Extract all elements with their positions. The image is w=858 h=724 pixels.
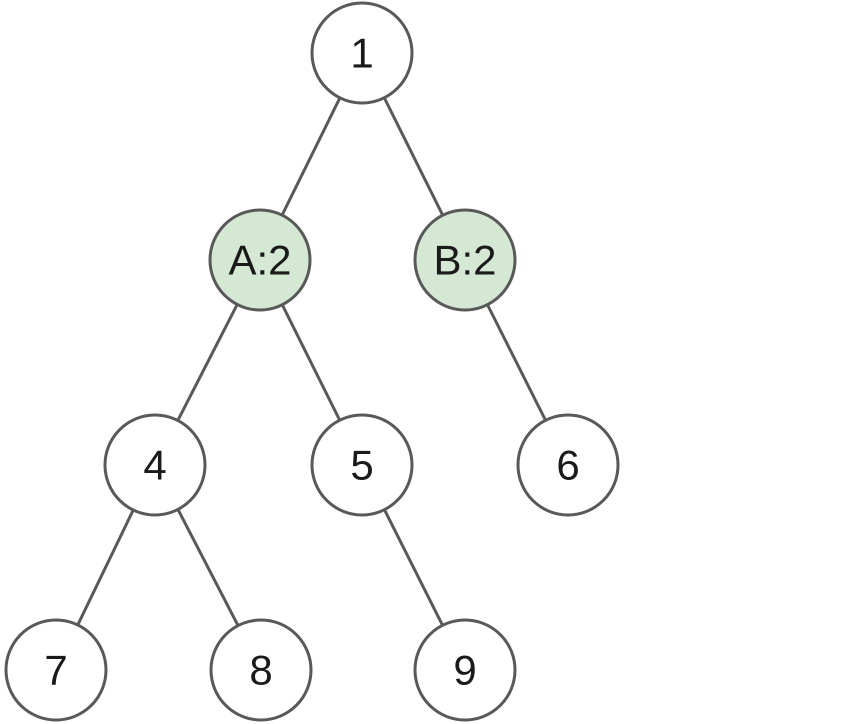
tree-node-7: 7 [4, 618, 108, 722]
tree-node-circle-A [208, 208, 312, 312]
tree-node-6: 6 [516, 413, 620, 517]
tree-node-circle-7 [4, 618, 108, 722]
tree-node-label-7: 7 [44, 647, 67, 694]
tree-node-label-B: B:2 [433, 237, 496, 284]
tree-node-circle-1 [310, 1, 414, 105]
tree-node-circle-B [413, 208, 517, 312]
tree-node-label-1: 1 [350, 30, 373, 77]
tree-node-label-8: 8 [249, 647, 272, 694]
tree-node-circle-9 [413, 618, 517, 722]
tree-node-circle-5 [310, 413, 414, 517]
tree-node-B: B:2 [413, 208, 517, 312]
tree-node-A: A:2 [208, 208, 312, 312]
tree-node-label-6: 6 [556, 442, 579, 489]
tree-node-8: 8 [209, 618, 313, 722]
tree-node-label-4: 4 [143, 442, 166, 489]
tree-node-circle-8 [209, 618, 313, 722]
tree-node-circle-4 [103, 413, 207, 517]
tree-node-9: 9 [413, 618, 517, 722]
tree-node-label-9: 9 [453, 647, 476, 694]
tree-node-label-A: A:2 [228, 237, 291, 284]
tree-node-circle-6 [516, 413, 620, 517]
tree-node-1: 1 [310, 1, 414, 105]
tree-node-4: 4 [103, 413, 207, 517]
tree-node-label-5: 5 [350, 442, 373, 489]
tree-node-5: 5 [310, 413, 414, 517]
